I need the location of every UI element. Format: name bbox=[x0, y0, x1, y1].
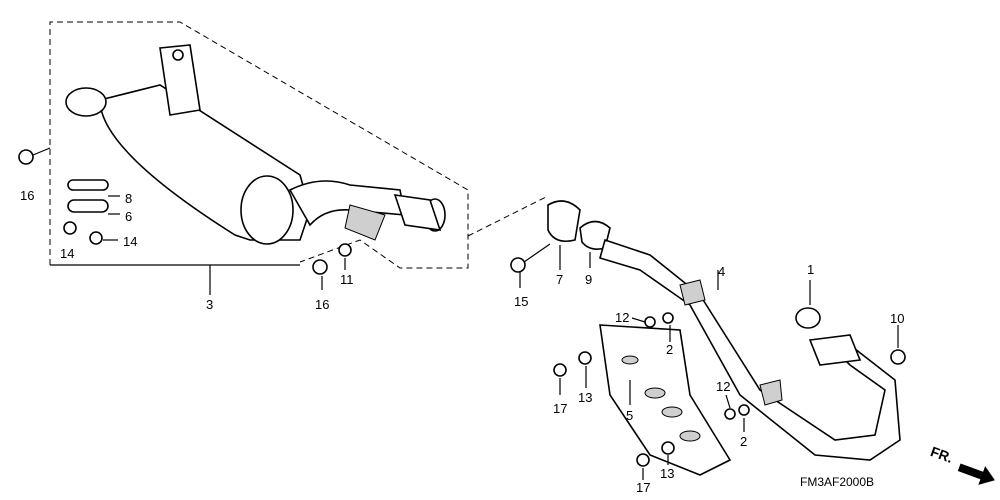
callout-12-upper: 12 bbox=[615, 310, 629, 325]
gasket-1 bbox=[795, 280, 821, 329]
callout-14-left: 14 bbox=[60, 246, 74, 261]
callout-5: 5 bbox=[626, 408, 633, 423]
collar-2-upper bbox=[662, 312, 674, 324]
callout-2-lower: 2 bbox=[740, 434, 747, 449]
grommet-13-upper bbox=[578, 351, 592, 365]
heat-guard-5 bbox=[599, 324, 732, 476]
callout-13-lower: 13 bbox=[660, 466, 674, 481]
front-label: FR. bbox=[928, 443, 955, 466]
washer-12-lower bbox=[724, 408, 736, 420]
muffler-assembly-outline bbox=[49, 21, 549, 269]
bolt-17-upper bbox=[553, 363, 567, 395]
gasket-6 bbox=[67, 199, 120, 215]
bolt-10 bbox=[890, 325, 906, 365]
callout-17-lower: 17 bbox=[636, 480, 650, 495]
callout-3: 3 bbox=[206, 297, 213, 312]
bolt-16-upper bbox=[18, 147, 51, 165]
callout-6: 6 bbox=[125, 209, 132, 224]
bolt-15 bbox=[510, 243, 551, 288]
callout-7: 7 bbox=[556, 272, 563, 287]
nut-14-right bbox=[89, 231, 118, 245]
diagram-code: FM3AF2000B bbox=[800, 475, 874, 489]
grommet-13-lower bbox=[661, 441, 675, 455]
front-direction-indicator: FR. bbox=[928, 443, 995, 485]
callout-12-lower: 12 bbox=[716, 379, 730, 394]
collar-2-lower bbox=[738, 404, 750, 416]
collar-11 bbox=[338, 243, 352, 270]
exhaust-pipe bbox=[599, 238, 901, 461]
callout-1: 1 bbox=[807, 262, 814, 277]
gasket-8 bbox=[67, 179, 120, 197]
callout-16-upper: 16 bbox=[20, 188, 34, 203]
callout-10: 10 bbox=[890, 311, 904, 326]
callout-4: 4 bbox=[718, 264, 725, 279]
callout-8: 8 bbox=[125, 191, 132, 206]
callout-13-upper: 13 bbox=[578, 390, 592, 405]
callout-16-lower: 16 bbox=[315, 297, 329, 312]
callout-15: 15 bbox=[514, 294, 528, 309]
washer-12-upper bbox=[644, 316, 656, 328]
callout-14-right: 14 bbox=[123, 234, 137, 249]
callout-17-upper: 17 bbox=[553, 401, 567, 416]
callout-11: 11 bbox=[340, 272, 354, 287]
bolt-17-lower bbox=[636, 453, 650, 480]
nut-14-left bbox=[63, 221, 77, 235]
bolt-16-lower bbox=[312, 259, 328, 290]
clamp-7 bbox=[547, 200, 581, 270]
front-arrow-icon bbox=[957, 463, 995, 485]
muffler bbox=[65, 44, 446, 245]
callout-2-upper: 2 bbox=[666, 342, 673, 357]
callout-9: 9 bbox=[585, 272, 592, 287]
